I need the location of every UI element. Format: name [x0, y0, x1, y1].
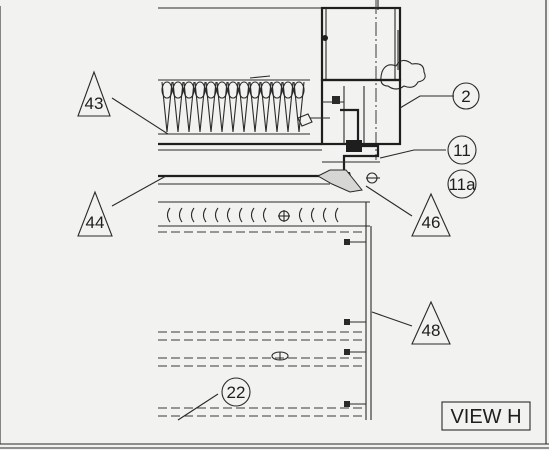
batt-loop-top [194, 81, 206, 99]
batt-loop-top [260, 81, 272, 99]
callout-48: 48 [411, 300, 451, 345]
bracket-clip [340, 108, 380, 170]
batt-loop [194, 81, 206, 133]
batt-loop-top [216, 81, 228, 99]
acoustic-loop [214, 207, 219, 223]
svg-text:48: 48 [422, 321, 441, 340]
insulation-batt [158, 75, 330, 135]
batt-loop-top [238, 81, 250, 99]
batt-loop [172, 81, 184, 133]
batt-loop-top [205, 81, 217, 99]
view-title-box: VIEW H [441, 401, 531, 431]
batt-loop [161, 81, 173, 133]
acoustic-loop [178, 207, 183, 223]
anchor-head [344, 319, 350, 325]
acoustic-loop [262, 207, 267, 223]
batt-loop-top [172, 81, 184, 99]
batt-loop-top [282, 81, 294, 99]
ceiling-slab [158, 142, 370, 227]
batt-loop-top [293, 81, 305, 99]
acoustic-loop [238, 207, 243, 223]
batt-loop-top [227, 81, 239, 99]
callout-22: 22 [221, 377, 251, 407]
batt-loop [227, 81, 239, 133]
anchor-head [344, 239, 350, 245]
svg-text:11: 11 [453, 141, 471, 160]
callout-43: 43 [77, 70, 111, 117]
svg-text:44: 44 [86, 213, 105, 232]
svg-text:22: 22 [227, 383, 246, 402]
batt-loop [260, 81, 272, 133]
acoustic-loop [322, 207, 327, 223]
batt-loop-top [161, 81, 173, 99]
batt-loop [271, 81, 283, 133]
leader-lines [111, 95, 454, 421]
batt-loop [205, 81, 217, 133]
acoustic-loop [226, 207, 231, 223]
callout-11a: 11a [447, 169, 477, 199]
acoustic-loop [202, 207, 207, 223]
fastener-dot [322, 35, 328, 41]
callout-46: 46 [411, 192, 451, 237]
svg-text:46: 46 [422, 213, 441, 232]
batt-loop-top [271, 81, 283, 99]
cladding-panel [158, 202, 372, 420]
batt-loop [282, 81, 294, 133]
acoustic-loop [310, 207, 315, 223]
anchor-head [344, 401, 350, 407]
acoustic-loop [298, 207, 303, 223]
sealant-symbol [380, 59, 426, 90]
view-title: VIEW H [450, 406, 521, 428]
batt-loop [293, 81, 305, 133]
batt-loop [216, 81, 228, 133]
batt-loop [238, 81, 250, 133]
callout-2: 2 [452, 82, 480, 110]
svg-text:2: 2 [461, 87, 470, 106]
fastener [332, 96, 340, 104]
batt-loop-top [249, 81, 261, 99]
batt-loop [249, 81, 261, 133]
anchor-head [344, 349, 350, 355]
batt-loop-top [183, 81, 195, 99]
svg-text:11a: 11a [448, 175, 476, 194]
acoustic-loop [334, 207, 339, 223]
acoustic-loop [166, 207, 171, 223]
acoustic-loop [190, 207, 195, 223]
callout-11: 11 [447, 135, 477, 165]
svg-text:43: 43 [85, 94, 104, 113]
callout-44: 44 [77, 190, 113, 237]
gasket [346, 140, 362, 152]
batt-loop [183, 81, 195, 133]
acoustic-loop [250, 207, 255, 223]
